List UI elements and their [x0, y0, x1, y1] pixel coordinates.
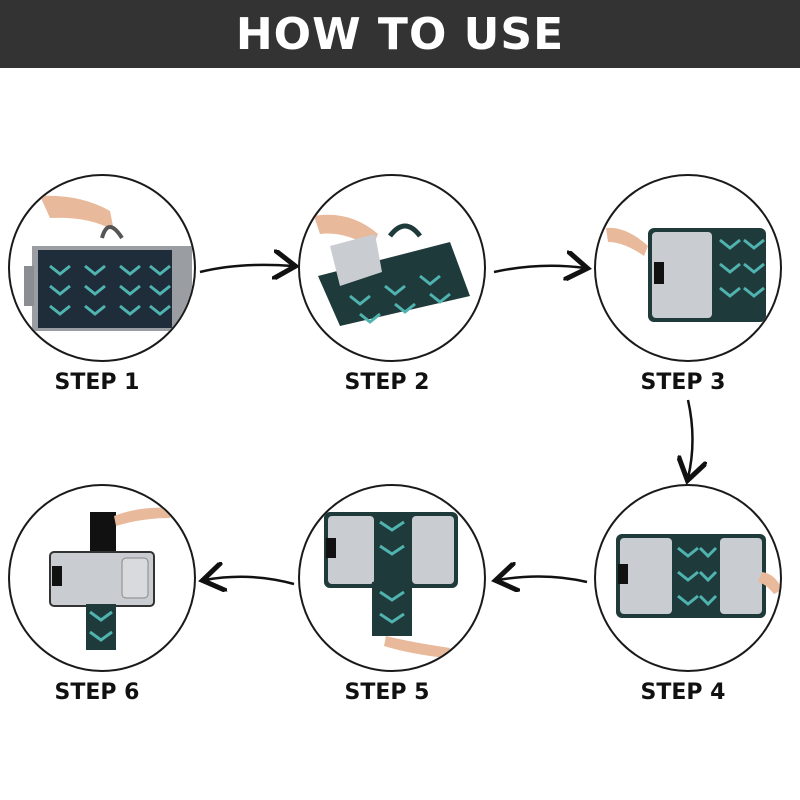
pulling-flap-illustration — [324, 512, 458, 658]
folded-bag-illustration — [24, 195, 192, 331]
open-pad-illustration — [616, 534, 780, 618]
unfolding-pad-illustration — [606, 227, 766, 322]
arrow-step5-to-step6 — [205, 577, 295, 584]
step-4: STEP 4 — [594, 484, 784, 705]
step-label: STEP 6 — [54, 680, 140, 705]
step-label: STEP 1 — [54, 370, 140, 395]
arrow-step4-to-step5 — [498, 576, 588, 582]
step-2-circle — [298, 174, 486, 362]
step-label: STEP 5 — [344, 680, 430, 705]
fully-open-pad-illustration — [49, 507, 170, 650]
step-1-circle — [8, 174, 196, 362]
step-6: STEP 6 — [8, 484, 198, 705]
page-title: HOW TO USE — [235, 8, 565, 60]
step-5: STEP 5 — [298, 484, 488, 705]
step-2: STEP 2 — [298, 174, 488, 395]
header-bar: HOW TO USE — [0, 0, 800, 68]
arrow-step2-to-step3 — [493, 266, 585, 272]
step-3: STEP 3 — [594, 174, 784, 395]
step-label: STEP 3 — [640, 370, 726, 395]
step-label: STEP 2 — [344, 370, 430, 395]
opening-bag-illustration — [314, 214, 470, 326]
step-5-circle — [298, 484, 486, 672]
arrow-step1-to-step2 — [199, 265, 293, 272]
arrow-step3-to-step4 — [688, 399, 693, 478]
step-label: STEP 4 — [640, 680, 726, 705]
step-6-circle — [8, 484, 196, 672]
step-3-circle — [594, 174, 782, 362]
step-1: STEP 1 — [8, 174, 198, 395]
step-4-circle — [594, 484, 782, 672]
